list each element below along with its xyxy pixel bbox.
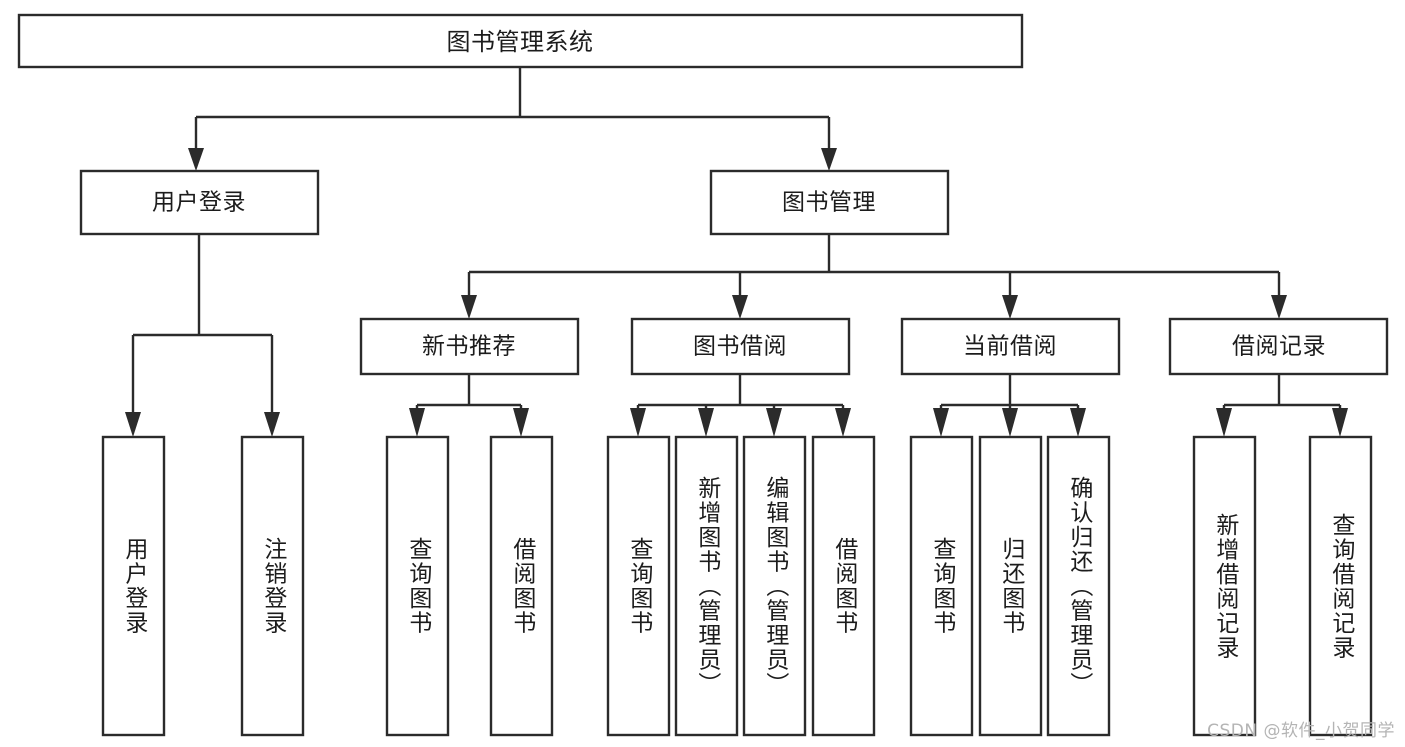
leaf-book-borrow-3-box[interactable] bbox=[742, 435, 807, 737]
node-user-login-label: 用户登录 bbox=[152, 190, 246, 216]
node-current-borrow[interactable]: 当前借阅 bbox=[900, 317, 1121, 376]
leaf-box-layer bbox=[101, 435, 1373, 737]
arrow-head-cb-1 bbox=[933, 408, 949, 437]
node-root-box[interactable] bbox=[17, 13, 1024, 69]
node-book-mgmt-box[interactable] bbox=[709, 169, 950, 236]
arrow-head-bb-1 bbox=[630, 408, 646, 437]
node-current-borrow-label: 当前借阅 bbox=[963, 334, 1057, 360]
node-user-login[interactable]: 用户登录 bbox=[79, 169, 320, 236]
arrow-head-book-mgmt bbox=[821, 148, 837, 171]
arrow-head-cb-2 bbox=[1002, 408, 1018, 437]
arrow-head-br-2 bbox=[1332, 408, 1348, 437]
arrow-head-new-book-rec bbox=[461, 295, 477, 319]
leaf-book-borrow-4-box[interactable] bbox=[811, 435, 876, 737]
leaf-book-borrow-2-box[interactable] bbox=[674, 435, 739, 737]
arrow-head-nbr-1 bbox=[409, 408, 425, 437]
leaf-user-login-1-box[interactable] bbox=[101, 435, 166, 737]
node-book-mgmt-label: 图书管理 bbox=[782, 190, 876, 216]
leaf-new-book-rec-2-box[interactable] bbox=[489, 435, 554, 737]
arrow-head-bb-2 bbox=[698, 408, 714, 437]
arrow-head-current-borrow bbox=[1002, 295, 1018, 319]
leaf-book-borrow-1-box[interactable] bbox=[606, 435, 671, 737]
arrow-head-ul-2 bbox=[264, 412, 280, 437]
node-book-mgmt[interactable]: 图书管理 bbox=[709, 169, 950, 236]
leaf-current-borrow-2-box[interactable] bbox=[978, 435, 1043, 737]
node-borrow-record[interactable]: 借阅记录 bbox=[1168, 317, 1389, 376]
node-new-book-rec-label: 新书推荐 bbox=[422, 334, 516, 360]
leaf-current-borrow-1-box[interactable] bbox=[909, 435, 974, 737]
node-borrow-record-box[interactable] bbox=[1168, 317, 1389, 376]
node-borrow-record-label: 借阅记录 bbox=[1232, 334, 1326, 360]
arrow-head-user-login bbox=[188, 148, 204, 171]
arrow-head-bb-4 bbox=[835, 408, 851, 437]
node-new-book-rec[interactable]: 新书推荐 bbox=[359, 317, 580, 376]
leaf-current-borrow-3-box[interactable] bbox=[1046, 435, 1111, 737]
arrow-head-nbr-2 bbox=[513, 408, 529, 437]
leaf-user-login-2-box[interactable] bbox=[240, 435, 305, 737]
arrow-head-ul-1 bbox=[125, 412, 141, 437]
leaf-new-book-rec-1-box[interactable] bbox=[385, 435, 450, 737]
arrow-head-cb-3 bbox=[1070, 408, 1086, 437]
leaf-borrow-record-2-box[interactable] bbox=[1308, 435, 1373, 737]
arrow-head-bb-3 bbox=[766, 408, 782, 437]
leaf-borrow-record-1-box[interactable] bbox=[1192, 435, 1257, 737]
node-book-borrow-label: 图书借阅 bbox=[693, 334, 787, 360]
arrow-head-br-1 bbox=[1216, 408, 1232, 437]
node-current-borrow-box[interactable] bbox=[900, 317, 1121, 376]
node-root[interactable]: 图书管理系统 bbox=[17, 13, 1024, 69]
node-user-login-box[interactable] bbox=[79, 169, 320, 236]
arrow-head-book-borrow bbox=[732, 295, 748, 319]
node-new-book-rec-box[interactable] bbox=[359, 317, 580, 376]
connector-layer bbox=[125, 67, 1348, 437]
arrow-head-borrow-record bbox=[1271, 295, 1287, 319]
node-root-label: 图书管理系统 bbox=[447, 28, 594, 56]
node-book-borrow-box[interactable] bbox=[630, 317, 851, 376]
node-book-borrow[interactable]: 图书借阅 bbox=[630, 317, 851, 376]
